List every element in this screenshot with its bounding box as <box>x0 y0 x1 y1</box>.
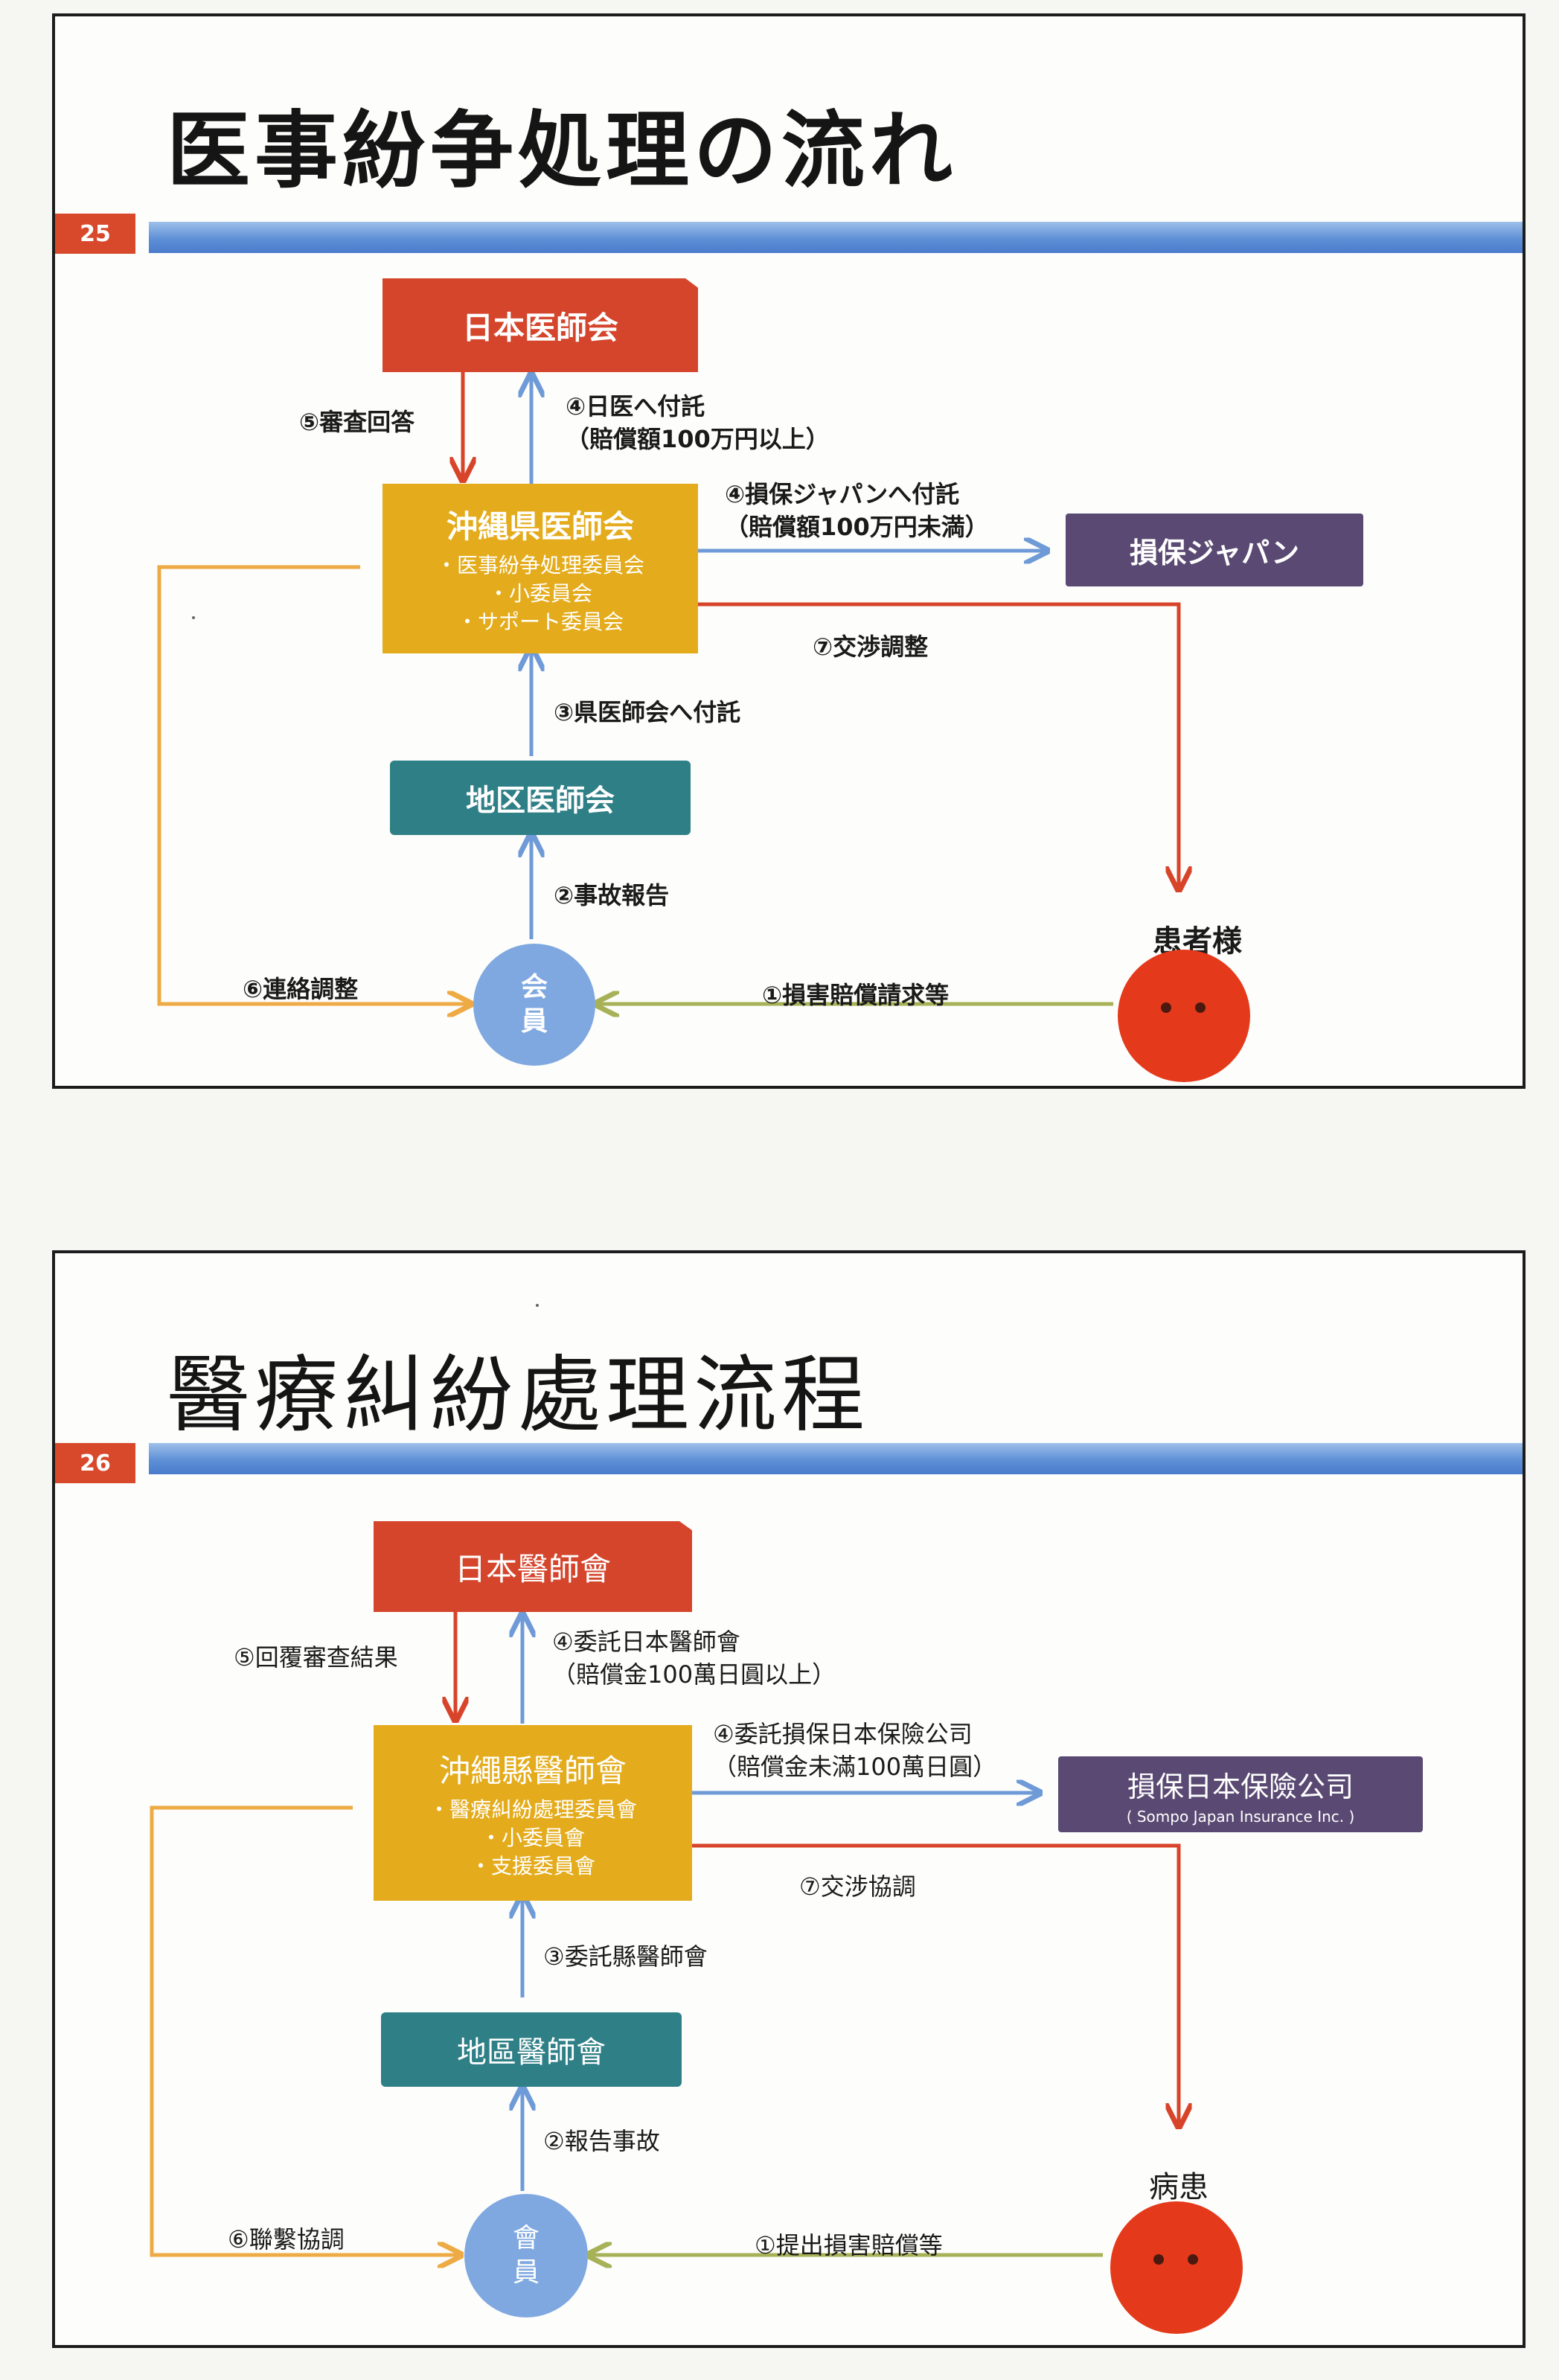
patient-node <box>1110 2201 1243 2334</box>
patient-label: 病患 <box>1149 2170 1209 2204</box>
committee-1: ・医事紛争処理委員会 <box>435 552 644 578</box>
flow-arrows <box>157 371 1526 1089</box>
edge-label-6: ⑥連絡調整 <box>243 975 359 1003</box>
insurer-name: 損保日本保險公司 <box>1127 1770 1354 1803</box>
committee-2: ・小委員会 <box>487 580 592 606</box>
patient-eye-right <box>1188 2254 1198 2265</box>
slide-title: 醫療糾紛處理流程 <box>167 1347 869 1444</box>
edge-label-6: ⑥聯繫協調 <box>228 2225 345 2253</box>
edge-label-1: ①損害賠償請求等 <box>762 981 950 1009</box>
committee-3: ・支援委員會 <box>470 1853 595 1878</box>
scan-speck <box>192 616 195 619</box>
slide-25: 医事紛争処理の流れ 25 <box>52 13 1526 1089</box>
arrow-7 <box>688 1843 1179 2124</box>
insurer-node: 損保ジャパン <box>1066 514 1363 586</box>
jma-node: 日本医師会 <box>382 278 698 372</box>
jma-node: 日本醫師會 <box>374 1521 692 1612</box>
slide-26: 醫療糾紛處理流程 26 日本醫師會 沖繩縣醫師會 ・醫療糾紛處 <box>52 1250 1526 2348</box>
edge-label-2: ②報告事故 <box>543 2127 660 2155</box>
edge-label-4a: ④委託日本醫師會 （賠償金100萬日圓以上） <box>552 1628 836 1689</box>
patient-eye-left <box>1161 1002 1171 1014</box>
arrow-7 <box>695 602 1179 887</box>
arrow-6 <box>157 565 468 1004</box>
patient-eye-left <box>1153 2254 1164 2265</box>
committee-3: ・サポート委員会 <box>456 609 624 634</box>
prefecture-node: 沖縄県医師会 ・医事紛争処理委員会 ・小委員会 ・サポート委員会 <box>382 484 698 653</box>
patient-eye-right <box>1195 1002 1206 1014</box>
edge-label-4b: ④損保ジャパンへ付託 （賠償額100万円未満） <box>725 480 989 541</box>
insurer-node: 損保日本保險公司 ( Sompo Japan Insurance Inc. ) <box>1058 1756 1423 1832</box>
prefecture-name: 沖繩縣醫師會 <box>438 1752 627 1789</box>
edge-label-5: ⑤回覆審查結果 <box>234 1643 398 1672</box>
district-node: 地区医師会 <box>390 761 691 835</box>
arrow-6 <box>150 1805 458 2255</box>
edge-label-7: ⑦交涉協調 <box>799 1872 916 1901</box>
edge-label-3: ③県医師会へ付託 <box>554 698 741 726</box>
edge-label-5: ⑤審査回答 <box>299 408 415 436</box>
district-node: 地區醫師會 <box>381 2012 682 2087</box>
insurer-english-name: ( Sompo Japan Insurance Inc. ) <box>1126 1807 1355 1826</box>
member-node: 会 員 <box>473 944 595 1066</box>
member-node: 會 員 <box>464 2194 588 2317</box>
slide-title: 医事紛争処理の流れ <box>167 103 957 199</box>
page-number: 26 <box>55 1443 135 1483</box>
committee-2: ・小委員會 <box>480 1825 585 1850</box>
flow-arrows <box>150 1610 1526 2348</box>
scan-speck <box>536 1304 539 1307</box>
edge-label-3: ③委託縣醫師會 <box>543 1942 708 1971</box>
edge-label-4b: ④委託損保日本保險公司 （賠償金未滿100萬日圓） <box>713 1720 997 1781</box>
title-accent-bar <box>149 222 1523 253</box>
edge-label-2: ②事故報告 <box>554 881 670 909</box>
page-number: 25 <box>55 214 135 254</box>
edge-label-4a: ④日医へ付託 （賠償額100万円以上） <box>566 392 830 453</box>
prefecture-name: 沖縄県医師会 <box>446 508 634 545</box>
prefecture-node: 沖繩縣醫師會 ・醫療糾紛處理委員會 ・小委員會 ・支援委員會 <box>374 1725 692 1901</box>
edge-label-7: ⑦交渉調整 <box>813 633 929 661</box>
committee-1: ・醫療糾紛處理委員會 <box>428 1797 637 1822</box>
edge-label-1: ①提出損害賠償等 <box>755 2231 943 2259</box>
title-accent-bar <box>149 1443 1523 1474</box>
patient-node <box>1118 950 1250 1082</box>
